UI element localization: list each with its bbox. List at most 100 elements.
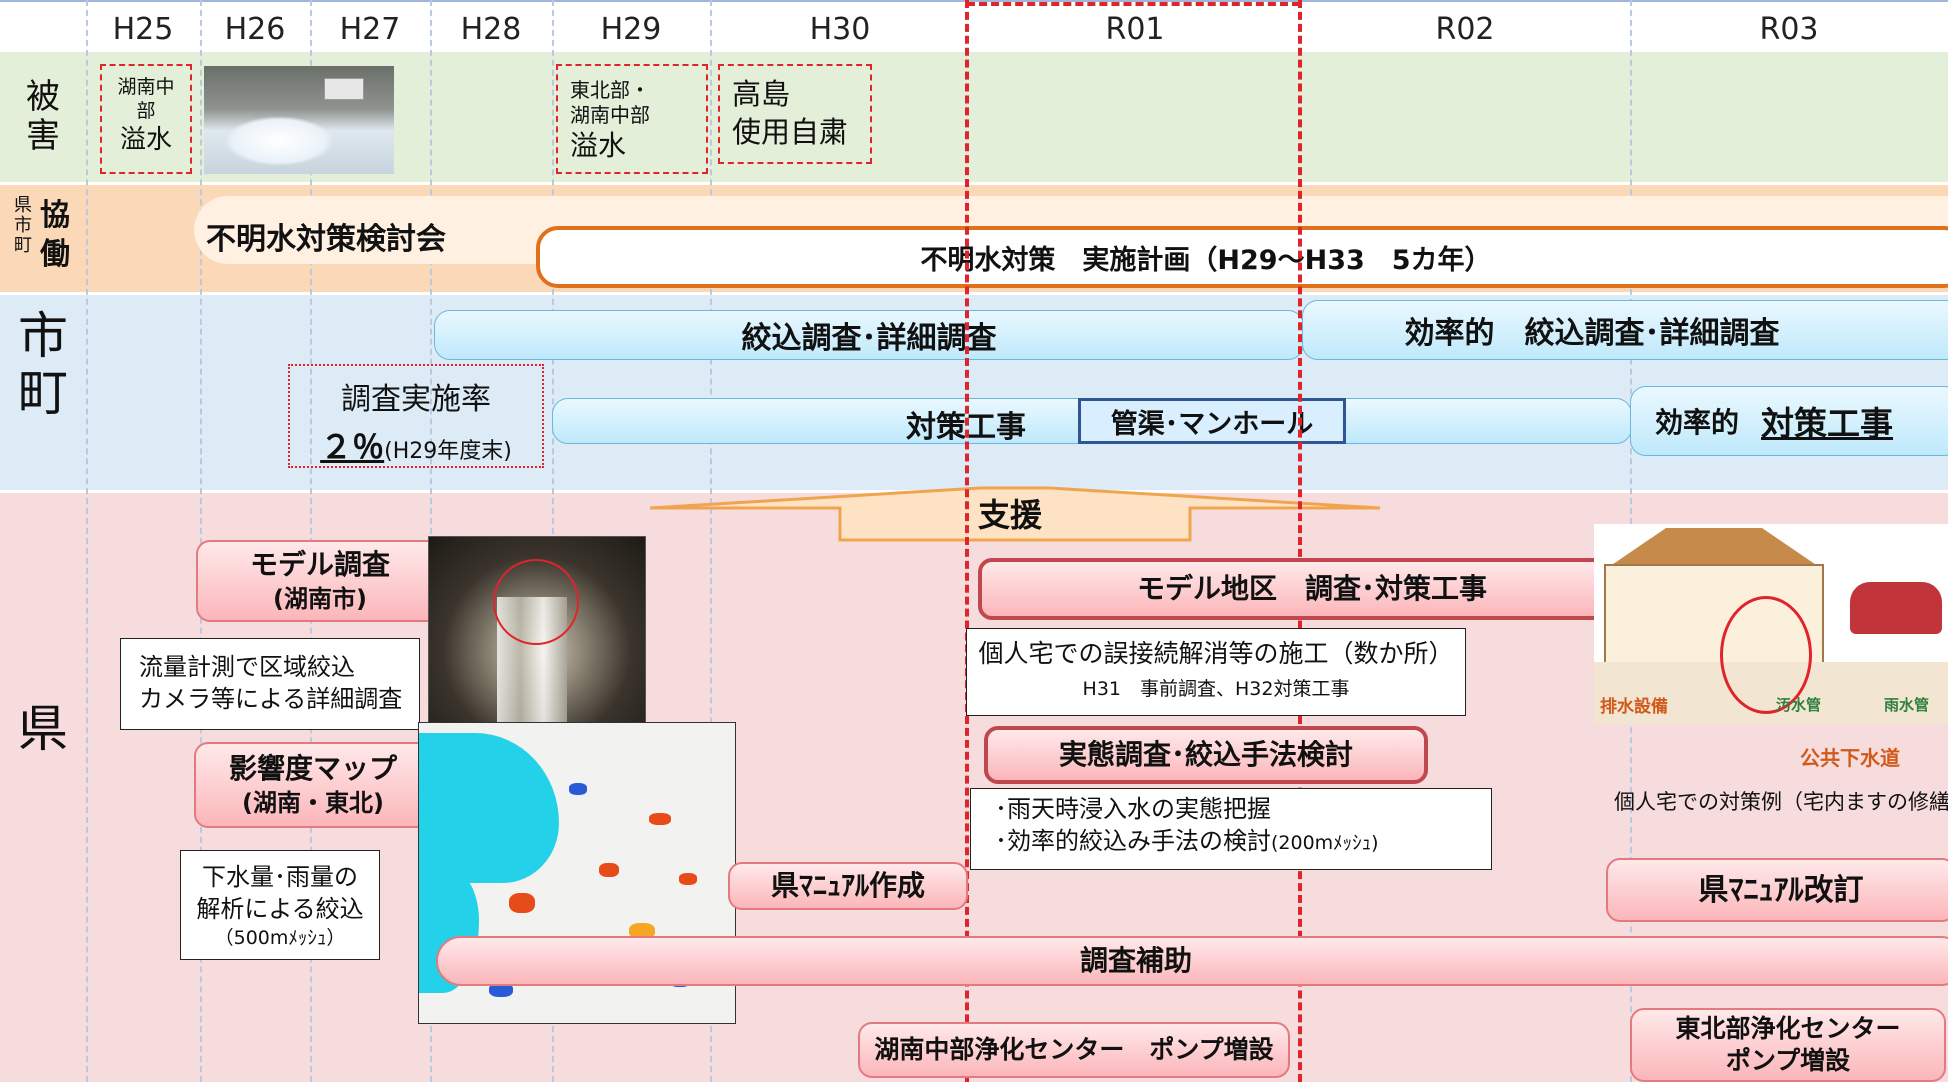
house-illustration: 排水設備 汚水管 雨水管 (1594, 524, 1948, 724)
damage-box-tohoku-text: 東北部・ 湖南中部 (570, 78, 650, 127)
lake-shape (419, 733, 559, 883)
year-h25: H25 (112, 12, 174, 47)
damage-box-konan: 湖南中 部 溢水 (100, 64, 192, 174)
private-note: 個人宅での誤接続解消等の施工（数か所） H31 事前調査、H32対策工事 (966, 628, 1466, 716)
highlight-circle (493, 559, 579, 645)
actual-note-line1: ･雨天時浸入水の実態把握 (995, 795, 1271, 823)
damage-box-tohoku-big: 溢水 (570, 129, 627, 162)
r01-end-marker (1298, 0, 1302, 1082)
model-note: 流量計測で区域絞込 カメラ等による詳細調査 (120, 638, 420, 730)
pipe-camera-photo (428, 536, 646, 744)
model-district-box[interactable]: モデル地区 調査･対策工事 (978, 558, 1646, 620)
tohoku-pump-box[interactable]: 東北部浄化センター ポンプ増設 (1630, 1008, 1946, 1082)
rain-label-box: 雨水管 (1884, 696, 1930, 714)
actual-survey-box[interactable]: 実態調査･絞込手法検討 (984, 726, 1428, 784)
private-note-line1: 個人宅での誤接続解消等の施工（数か所） (978, 639, 1454, 668)
efficient-survey-bar: 効率的 絞込調査･詳細調査 (1302, 300, 1948, 360)
impact-note-line3: （500mﾒｯｼｭ） (214, 926, 346, 949)
impact-map-box[interactable]: 影響度マップ (湖南・東北) (194, 742, 432, 828)
grid-line (200, 0, 202, 1082)
damage-box-takashima: 高島 使用自粛 (718, 64, 872, 164)
model-survey-sub: (湖南市) (273, 584, 367, 613)
impact-map-label: 影響度マップ (228, 752, 397, 786)
subsidy-bar[interactable]: 調査補助 (436, 936, 1948, 986)
hotspot (599, 863, 619, 877)
hotspot (489, 983, 513, 997)
survey-rate-note: (H29年度末) (384, 439, 512, 464)
impact-note: 下水量･雨量の 解析による絞込 （500mﾒｯｼｭ） (180, 850, 380, 960)
sewer-label-box: 汚水管 (1776, 696, 1822, 714)
drain-label-box: 排水設備 (1600, 697, 1668, 717)
r01-start-marker (965, 0, 969, 1082)
year-h27: H27 (339, 12, 401, 47)
konan-pump-label: 湖南中部浄化センター ポンプ増設 (874, 1034, 1274, 1064)
band-separator (0, 182, 1948, 185)
survey-rate-value: ２％ (320, 428, 385, 466)
survey-rate-label: 調査実施率 (341, 382, 491, 417)
year-r02: R02 (1435, 12, 1495, 47)
impact-note-line1: 下水量･雨量の (202, 863, 358, 891)
model-district-label: モデル地区 調査･対策工事 (1136, 571, 1487, 605)
actual-note: ･雨天時浸入水の実態把握 ･効率的絞込み手法の検討(200mﾒｯｼｭ) (970, 788, 1492, 870)
konan-pump-box[interactable]: 湖南中部浄化センター ポンプ増設 (858, 1022, 1290, 1078)
flood-photo (204, 66, 394, 174)
plan-bar: 不明水対策 実施計画（H29～H33 5カ年） (536, 226, 1948, 288)
support-arrow-shape (650, 486, 1381, 542)
illustration-caption: 個人宅での対策例（宅内ますの修繕 (1614, 790, 1948, 814)
tohoku-pump-label1: 東北部浄化センター (1675, 1013, 1901, 1043)
year-r01: R01 (1105, 12, 1165, 47)
year-h30: H30 (809, 12, 871, 47)
actual-note-line2-mesh: (200mﾒｯｼｭ) (1271, 832, 1379, 855)
efficient-works-label: 対策工事 (1761, 404, 1894, 443)
year-h26: H26 (224, 12, 286, 47)
manual-create-box[interactable]: 県ﾏﾆｭｱﾙ作成 (728, 862, 968, 910)
hotspot (509, 893, 535, 913)
grid-line (710, 0, 712, 1082)
band-separator (0, 292, 1948, 295)
row-label-damage: 被 害 (26, 76, 60, 156)
survey-rate-line: ２％(H29年度末) (290, 422, 542, 468)
public-sewer-label: 公共下水道 (1800, 746, 1900, 770)
row-label-municipality: 市 町 (18, 306, 68, 422)
manual-create-label: 県ﾏﾆｭｱﾙ作成 (770, 868, 925, 902)
flood-foam (224, 116, 334, 166)
grid-line (86, 0, 88, 1082)
actual-survey-label: 実態調査･絞込手法検討 (1058, 737, 1353, 771)
model-survey-box[interactable]: モデル調査 (湖南市) (196, 540, 444, 622)
damage-box-konan-big: 溢水 (119, 124, 172, 155)
manual-revise-box[interactable]: 県ﾏﾆｭｱﾙ改訂 (1606, 858, 1948, 922)
tohoku-pump-label2: ポンプ増設 (1725, 1046, 1851, 1075)
works-sub-label: 管渠･マンホール (1110, 408, 1314, 440)
header-band (0, 0, 1948, 54)
actual-note-line2: ･効率的絞込み手法の検討(200mﾒｯｼｭ) (995, 825, 1467, 857)
efficient-works-bar: 効率的 対策工事 (1630, 386, 1948, 456)
row-label-prefecture: 県 (18, 700, 68, 758)
damage-box-takashima-text: 高島 使用自粛 (732, 77, 849, 149)
subsidy-label: 調査補助 (1079, 943, 1192, 977)
damage-box-konan-text: 湖南中 部 (117, 76, 175, 122)
hotspot (569, 783, 587, 795)
year-h29: H29 (600, 12, 662, 47)
council-label: 不明水対策検討会 (206, 222, 446, 257)
year-h28: H28 (460, 12, 522, 47)
truck-shape (324, 78, 364, 100)
efficient-label: 効率的 (1655, 406, 1740, 439)
model-survey-label: モデル調査 (249, 548, 390, 582)
impact-note-line2: 解析による絞込 (196, 895, 364, 924)
hotspot (629, 923, 655, 939)
support-label: 支援 (978, 496, 1043, 534)
works-sub-box: 管渠･マンホール (1078, 398, 1346, 444)
year-r03: R03 (1759, 12, 1819, 47)
private-note-line2: H31 事前調査、H32対策工事 (1082, 677, 1350, 700)
survey-bar: 絞込調査･詳細調査 (434, 310, 1304, 360)
car-shape (1850, 582, 1942, 634)
hotspot (649, 813, 671, 825)
row-label-cooperation-big: 協 働 (40, 198, 70, 272)
highlight-ring (1720, 596, 1812, 714)
actual-note-line2-main: ･効率的絞込み手法の検討 (995, 827, 1271, 856)
damage-box-tohoku: 東北部・ 湖南中部 溢水 (556, 64, 708, 174)
plan-label: 不明水対策 実施計画（H29～H33 5カ年） (920, 244, 1492, 276)
r01-top-marker (967, 2, 1300, 6)
efficient-survey-bar-label: 効率的 絞込調査･詳細調査 (1404, 316, 1780, 351)
hotspot (679, 873, 697, 885)
